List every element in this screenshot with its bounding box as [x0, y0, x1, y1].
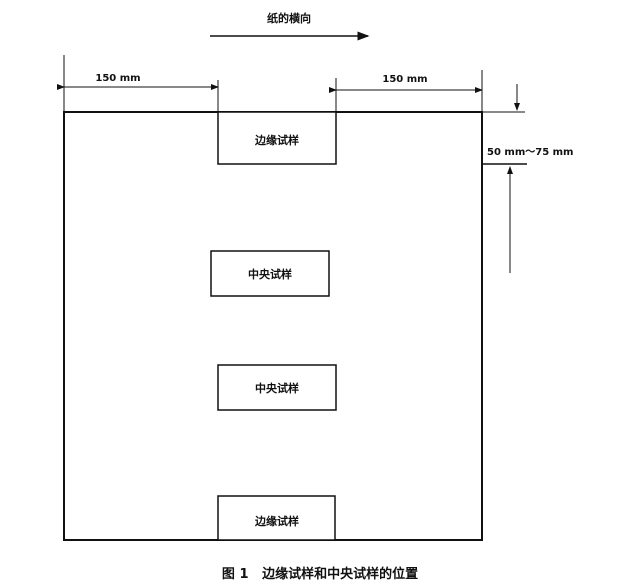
center-sample-2 [217, 364, 337, 411]
figure-caption: 图 1 边缘试样和中央试样的位置 [222, 566, 418, 582]
edge-sample-bottom [217, 495, 336, 541]
left-dimension-label: 150 mm [95, 73, 140, 84]
center-sample-1 [210, 250, 330, 297]
paper-direction-label: 纸的横向 [267, 11, 311, 25]
center-sample-1-label: 中央试样 [248, 267, 292, 281]
edge-distance-label: 50 mm～75 mm [487, 147, 573, 158]
edge-sample-bottom-label: 边缘试样 [254, 514, 299, 528]
right-dimension-label: 150 mm [382, 74, 427, 85]
center-sample-2-label: 中央试样 [255, 381, 299, 395]
edge-sample-top-label: 边缘试样 [254, 133, 299, 147]
edge-sample-top [217, 111, 337, 165]
paper-sheet [63, 111, 483, 541]
